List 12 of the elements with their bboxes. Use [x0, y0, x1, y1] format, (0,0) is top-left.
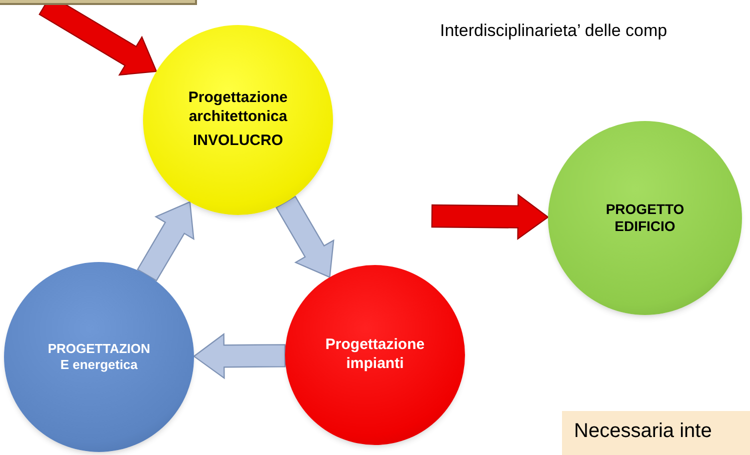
node-text: PROGETTAZION E energetica [47, 340, 151, 374]
block-arrow [192, 332, 286, 380]
node-text: INVOLUCRO [193, 132, 283, 152]
node-text: Necessaria inte [574, 419, 712, 444]
block-arrow [136, 201, 194, 282]
node-text: Progettazione architettonica [187, 88, 289, 126]
note-box [562, 411, 750, 455]
node-text: Progettazione impianti [324, 336, 426, 374]
heading-text: Interdisciplinarieta’ delle comp [440, 20, 668, 42]
block-arrow [431, 194, 550, 240]
node-text: PROGETTO EDIFICIO [604, 200, 686, 236]
block-arrow [275, 196, 334, 278]
